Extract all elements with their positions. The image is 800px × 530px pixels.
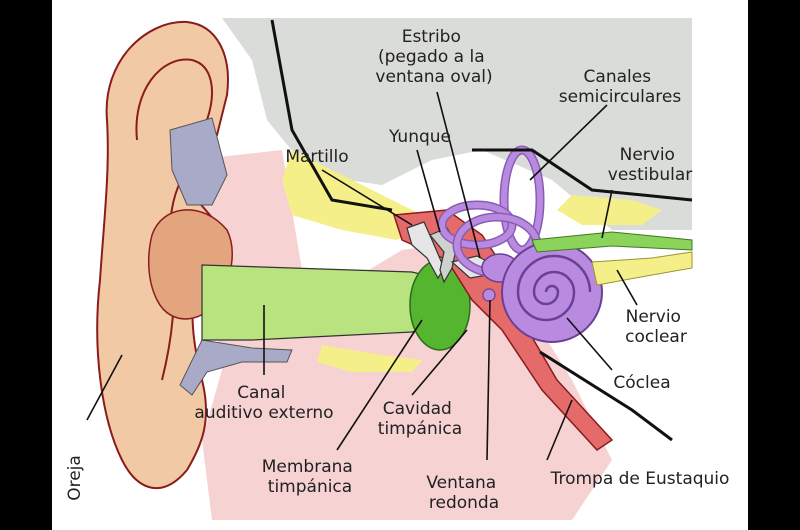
diagram-stage: Estribo (pegado a la ventana oval) Canal… [52,0,748,530]
leader-membrana [336,319,423,451]
label-cavidad: Cavidad timpánica [378,399,462,439]
label-coclea: Cóclea [613,373,670,393]
eustachian-tube-line [539,350,673,442]
label-estribo: Estribo (pegado a la ventana oval) [375,27,492,87]
label-nervio-vestibular: Nervio vestibular [608,145,692,185]
round-window [482,288,496,302]
leader-canales [529,104,608,181]
leader-nervio-vestibular [601,189,613,239]
label-yunque: Yunque [388,127,451,147]
leader-martillo [321,169,413,226]
label-martillo: Martillo [285,147,348,167]
label-membrana: Membrana timpánica [262,457,358,497]
leader-cavidad [411,329,468,396]
leader-trompa [546,399,573,461]
skull-outline [270,19,393,212]
cochlea-spiral [516,254,592,322]
leader-oreja [86,354,123,421]
vestibular-nerve [531,231,693,253]
ear-anatomy-diagram: Estribo (pegado a la ventana oval) Canal… [65,18,730,520]
leader-ventana-redonda [486,299,491,461]
leader-nervio-coclear [616,269,638,306]
label-ventana-redonda: Ventana redonda [426,473,501,513]
label-oreja: Oreja [65,455,85,501]
label-trompa: Trompa de Eustaquio [550,469,730,489]
label-canales: Canales semicirculares [559,67,682,107]
label-canal-auditivo: Canal auditivo externo [194,383,333,423]
leader-yunque [416,149,441,233]
yellow-bone-right [557,195,662,225]
yellow-bone-lower [317,345,422,372]
leader-estribo [436,91,481,259]
label-nervio-coclear: Nervio coclear [625,307,687,347]
cochlear-nerve [591,251,693,286]
skull-outline-right [472,148,693,202]
leader-coclea [566,317,613,371]
cartilage-upper [169,117,228,206]
pink-tissue-region [192,150,612,520]
